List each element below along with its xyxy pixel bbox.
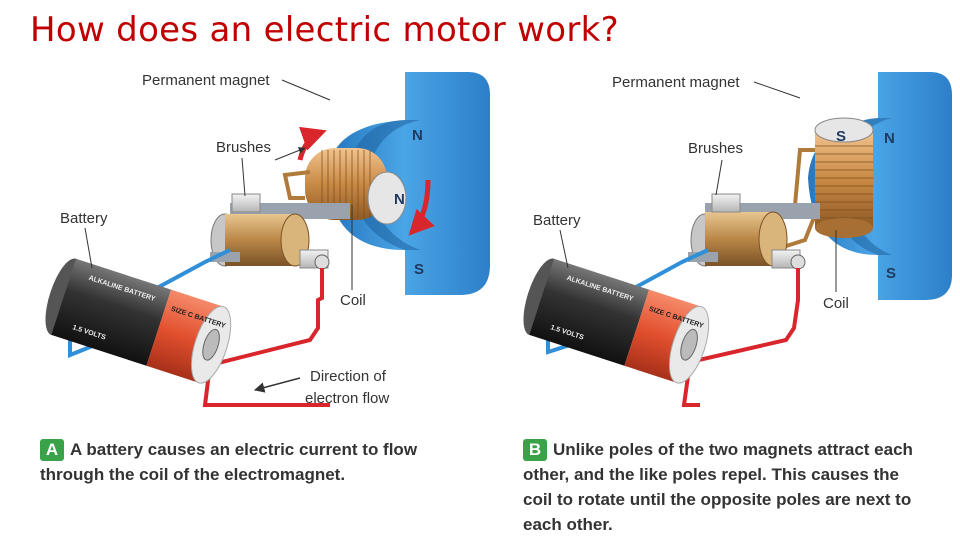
caption-b-line2: other, and the like poles repel. This ca… xyxy=(523,465,900,484)
label-permanent-magnet-a: Permanent magnet xyxy=(142,72,270,89)
brush-top-b xyxy=(711,193,741,213)
north-pole-a: N xyxy=(412,127,423,144)
badge-b: B xyxy=(523,439,547,461)
label-coil-b: Coil xyxy=(823,295,849,312)
badge-a: A xyxy=(40,439,64,461)
page-title: How does an electric motor work? xyxy=(30,10,619,50)
caption-b: B Unlike poles of the two magnets attract… xyxy=(523,437,948,537)
caption-b-line1: Unlike poles of the two magnets attract … xyxy=(553,440,913,459)
label-coil-a: Coil xyxy=(340,292,366,309)
label-battery-b: Battery xyxy=(533,212,581,229)
caption-a-line2: through the coil of the electromagnet. xyxy=(40,465,346,484)
label-direction-line2: electron flow xyxy=(305,390,389,407)
label-permanent-magnet-b: Permanent magnet xyxy=(612,74,740,91)
coil-b xyxy=(814,117,874,238)
label-brushes-a: Brushes xyxy=(216,139,271,156)
panel-a: N S N xyxy=(45,72,490,407)
coil-pole-a: N xyxy=(394,191,405,208)
caption-a-line1: A battery causes an electric current to … xyxy=(70,440,418,459)
brush-top-a xyxy=(231,193,261,213)
label-brushes-b: Brushes xyxy=(688,140,743,157)
coil-pole-b: S xyxy=(836,128,846,145)
caption-a: A A battery causes an electric current to… xyxy=(40,437,460,487)
red-wire-b xyxy=(681,268,800,407)
label-direction-line1: Direction of xyxy=(310,368,387,385)
south-pole-a: S xyxy=(414,261,424,278)
south-pole-b: S xyxy=(886,265,896,282)
red-wire-a xyxy=(202,268,330,407)
rotation-arrow-top xyxy=(297,126,327,161)
battery-b: ALKALINE BATTERY 1.5 VOLTS SIZE C BATTER… xyxy=(523,258,710,384)
label-battery-a: Battery xyxy=(60,210,108,227)
commutator-a xyxy=(210,213,310,267)
north-pole-b: N xyxy=(884,130,895,147)
rotation-arrow-bottom xyxy=(408,179,435,236)
caption-b-line4: each other. xyxy=(523,515,613,534)
panel-b: N S S xyxy=(523,72,952,407)
battery-a: ALKALINE BATTERY 1.5 VOLTS SIZE C BATTER… xyxy=(45,258,232,384)
caption-b-line3: coil to rotate until the opposite poles … xyxy=(523,490,912,509)
